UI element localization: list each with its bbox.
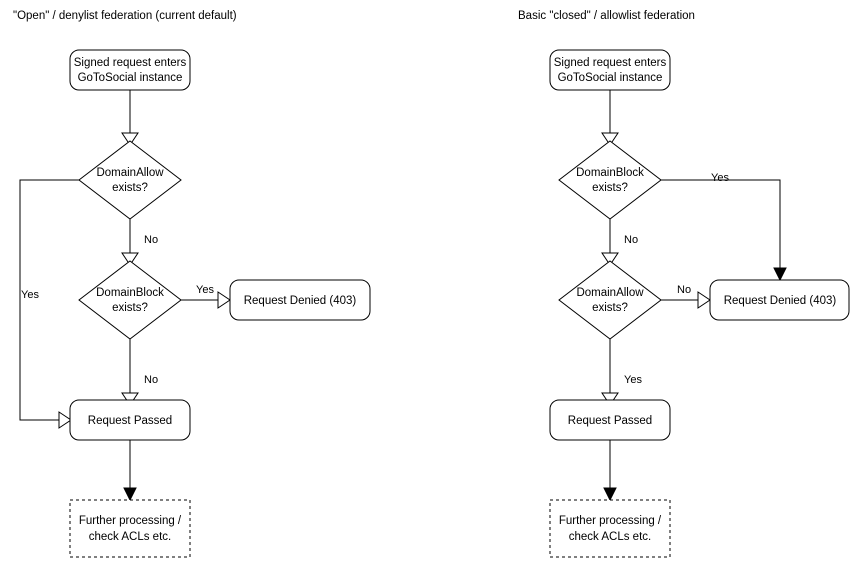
node-further-processing-left-shape[interactable] (69, 499, 191, 558)
edge-label-allow-no-left: No (144, 234, 158, 246)
arrowhead-allow-yes-right (601, 392, 619, 406)
arrowhead-block-no-right (601, 252, 619, 266)
edge-label-block-no-left: No (144, 374, 158, 386)
diagram-closed-allowlist: Basic "closed" / allowlist federation Si… (518, 10, 850, 558)
node-request-denied-left[interactable]: Request Denied (403) (229, 279, 371, 321)
arrowhead-allow-yes-left (58, 411, 72, 429)
edge-block-yes-right (661, 179, 781, 274)
arrowhead-start-to-allow-left (121, 132, 139, 146)
node-decision-domainallow-left-label-line2: exists? (112, 182, 148, 194)
node-request-denied-right[interactable]: Request Denied (403) (709, 279, 850, 321)
node-further-processing-left-label-line2: check ACLs etc. (89, 531, 171, 543)
node-further-processing-right-shape[interactable] (549, 499, 671, 558)
node-start-right-label-line2: GoToSocial instance (558, 72, 663, 84)
edge-label-block-yes-right: Yes (711, 172, 729, 184)
edge-label-block-yes-left: Yes (196, 284, 214, 296)
edge-label-allow-yes-left: Yes (21, 289, 39, 301)
node-decision-domainallow-right-label-line1: DomainAllow (576, 287, 644, 299)
node-further-processing-left-label-line1: Further processing / (79, 515, 182, 527)
node-further-processing-left[interactable]: Further processing / check ACLs etc. (69, 499, 191, 558)
node-request-denied-left-label: Request Denied (403) (244, 295, 357, 307)
node-request-passed-left-label: Request Passed (88, 415, 172, 427)
arrowhead-start-to-block-right (601, 132, 619, 146)
node-further-processing-right-label-line2: check ACLs etc. (569, 531, 651, 543)
node-decision-domainallow-right-label-line2: exists? (592, 302, 628, 314)
arrowhead-allow-no-right (697, 291, 711, 309)
arrowhead-block-no-left (121, 392, 139, 406)
node-decision-domainblock-right-label-line1: DomainBlock (576, 167, 644, 179)
node-request-passed-right-label: Request Passed (568, 415, 652, 427)
node-further-processing-right[interactable]: Further processing / check ACLs etc. (549, 499, 671, 558)
node-decision-domainblock-left-label-line2: exists? (112, 302, 148, 314)
diagram-title-open-denylist: "Open" / denylist federation (current de… (13, 10, 237, 22)
node-request-passed-left[interactable]: Request Passed (69, 399, 191, 441)
diagram-open-denylist: "Open" / denylist federation (current de… (13, 10, 371, 558)
node-decision-domainallow-left-label-line1: DomainAllow (96, 167, 164, 179)
node-decision-domainallow-left[interactable]: DomainAllow exists? (78, 140, 182, 220)
node-decision-domainblock-left-label-line1: DomainBlock (96, 287, 164, 299)
edge-allow-yes-left (19, 179, 79, 421)
arrowhead-passed-to-further-left (123, 487, 137, 502)
edge-label-allow-yes-right: Yes (624, 374, 642, 386)
arrowhead-passed-to-further-right (603, 487, 617, 502)
node-request-passed-right[interactable]: Request Passed (549, 399, 671, 441)
node-request-denied-right-shape[interactable] (709, 279, 850, 321)
diagram-title-closed-allowlist: Basic "closed" / allowlist federation (518, 10, 695, 22)
node-start-left-label-line1: Signed request enters (74, 57, 187, 69)
node-decision-domainblock-left-shape[interactable] (78, 260, 182, 340)
node-decision-domainallow-left-shape[interactable] (78, 140, 182, 220)
edge-label-allow-no-right: No (677, 284, 691, 296)
node-further-processing-right-label-line1: Further processing / (559, 515, 662, 527)
node-start-right[interactable]: Signed request enters GoToSocial instanc… (549, 49, 671, 91)
node-decision-domainblock-left[interactable]: DomainBlock exists? (78, 260, 182, 340)
node-decision-domainblock-right-shape[interactable] (558, 140, 662, 220)
node-decision-domainblock-right-label-line2: exists? (592, 182, 628, 194)
arrowhead-allow-no-left (121, 252, 139, 266)
arrowhead-block-yes-right (773, 267, 787, 282)
edge-label-block-no-right: No (624, 234, 638, 246)
node-start-right-label-line1: Signed request enters (554, 57, 667, 69)
node-decision-domainallow-right[interactable]: DomainAllow exists? (558, 260, 662, 340)
node-start-left[interactable]: Signed request enters GoToSocial instanc… (69, 49, 191, 91)
node-decision-domainblock-right[interactable]: DomainBlock exists? (558, 140, 662, 220)
node-request-denied-left-shape[interactable] (229, 279, 371, 321)
node-decision-domainallow-right-shape[interactable] (558, 260, 662, 340)
arrowhead-block-yes-left (217, 291, 231, 309)
node-request-denied-right-label: Request Denied (403) (724, 295, 837, 307)
node-start-left-label-line2: GoToSocial instance (78, 72, 183, 84)
